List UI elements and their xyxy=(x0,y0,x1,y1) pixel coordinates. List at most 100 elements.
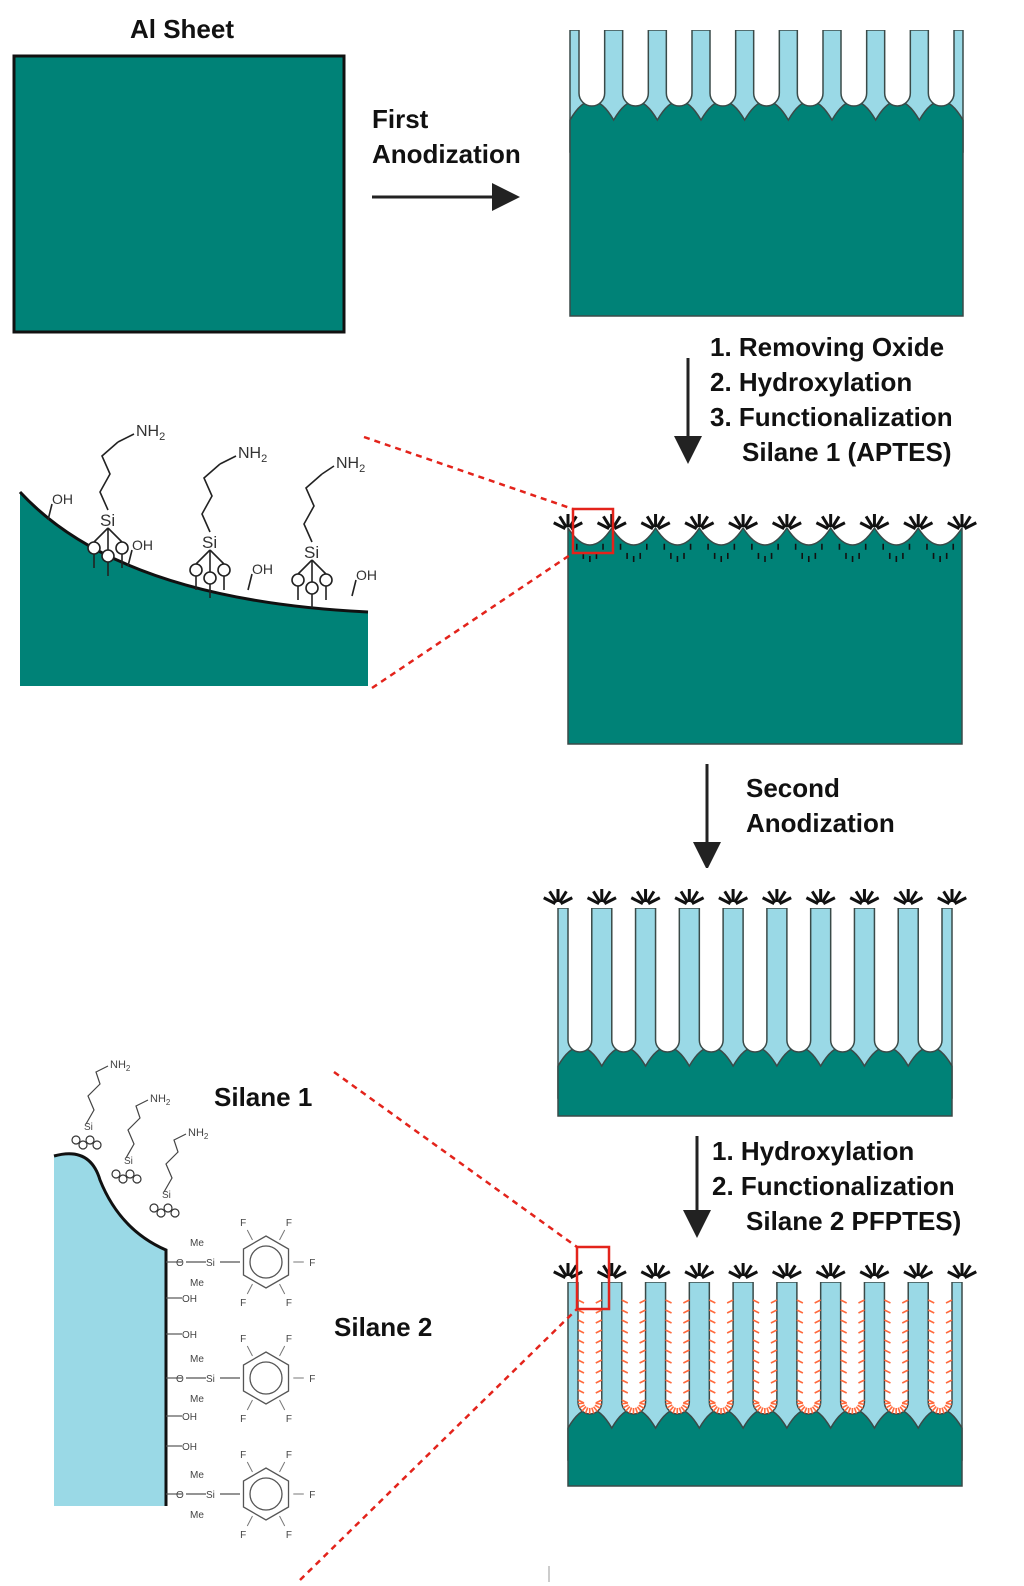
silane2-tick xyxy=(621,1359,629,1364)
silane2-tick xyxy=(840,1389,848,1394)
silicon-atom: Si xyxy=(304,543,319,562)
oxygen-atom: O xyxy=(176,1490,184,1501)
aptes-brush xyxy=(815,1270,829,1279)
aptes-brush xyxy=(735,896,749,905)
silane2-tick xyxy=(814,1369,822,1374)
silane2-tick xyxy=(928,1402,935,1405)
silane2-tick xyxy=(796,1359,804,1364)
silane2-tick xyxy=(901,1329,909,1334)
aptes-brush xyxy=(859,521,873,530)
silane2-tick xyxy=(796,1402,804,1405)
silane2-tick xyxy=(945,1349,953,1354)
fluorine-atom: F xyxy=(286,1414,292,1425)
propyl-chain xyxy=(85,1065,109,1125)
silane2-tick xyxy=(726,1349,734,1354)
silane2-tick xyxy=(708,1329,716,1334)
silane2-tick xyxy=(884,1379,891,1384)
silane2-tick xyxy=(595,1309,603,1314)
fluorine-atom: F xyxy=(286,1298,292,1309)
oxygen-atom xyxy=(319,573,333,587)
zoom-box-2 xyxy=(575,1245,611,1311)
silane2-tick xyxy=(814,1389,822,1394)
aptes-brush xyxy=(771,1270,785,1279)
aluminum-base xyxy=(557,1046,953,1117)
silane2-tick xyxy=(813,1404,820,1409)
aptes-brush xyxy=(893,896,907,905)
aptes-brush xyxy=(777,890,787,904)
aptes-brush xyxy=(701,1270,715,1279)
top-clear xyxy=(565,1242,965,1282)
silane2-tick xyxy=(708,1349,716,1354)
silane2-tick xyxy=(814,1309,822,1314)
aptes-brush xyxy=(874,1264,885,1278)
oxygen-atom xyxy=(85,1135,95,1145)
pore xyxy=(796,1280,822,1415)
silane2-tick xyxy=(708,1389,716,1394)
aptes-brush xyxy=(767,890,777,904)
silane2-tick xyxy=(639,1402,646,1406)
aptes-brush xyxy=(718,896,732,905)
silane2-tick xyxy=(752,1309,760,1314)
silane2-tick xyxy=(770,1339,778,1344)
silane2-tick xyxy=(945,1379,953,1384)
silane2-tick xyxy=(665,1329,672,1334)
aptes-brush xyxy=(788,521,802,530)
silane2-tick xyxy=(900,1404,907,1409)
c-f-bond xyxy=(246,1461,253,1473)
silane2-tick xyxy=(621,1309,629,1314)
aptes-brush xyxy=(592,890,602,904)
silane2-tick xyxy=(840,1319,848,1324)
silane2-tick xyxy=(887,1406,894,1412)
pore xyxy=(752,1280,778,1415)
silane2-tick xyxy=(927,1349,935,1354)
silane2-tick xyxy=(840,1369,848,1374)
aptes-brush xyxy=(701,521,715,530)
aptes-brush xyxy=(908,515,918,529)
aptes-brush xyxy=(761,896,775,905)
silane2-tick xyxy=(769,1404,776,1409)
pore xyxy=(927,28,955,107)
silane2-tick xyxy=(682,1399,690,1404)
hydroxyl-group: OH xyxy=(182,1294,197,1305)
si-o-bond xyxy=(311,559,327,575)
step2-silane2-pfptes: Silane 2 PFPTES) xyxy=(746,1206,961,1236)
silane2-tick xyxy=(770,1299,778,1304)
benzene-ring xyxy=(242,1351,290,1405)
silane2-tick xyxy=(752,1369,760,1374)
silane2-tick xyxy=(665,1339,672,1344)
aptes-brush xyxy=(630,896,644,905)
propyl-chain xyxy=(303,473,323,543)
silane2-tick xyxy=(752,1349,760,1354)
silane2-tick xyxy=(840,1402,847,1405)
silane2-tick xyxy=(710,1404,717,1409)
silane2-tick xyxy=(752,1299,760,1304)
pore xyxy=(578,28,606,107)
silane2-tick xyxy=(595,1349,603,1354)
silane2-tick xyxy=(712,1406,718,1412)
silane2-tick xyxy=(708,1319,716,1324)
silane2-tick xyxy=(857,1404,864,1409)
silane2-tick xyxy=(927,1359,935,1364)
silane2-tick xyxy=(682,1379,690,1384)
silane2-tick xyxy=(796,1319,804,1324)
silane2-tick xyxy=(796,1329,804,1334)
silane2-tick xyxy=(639,1369,646,1374)
oxygen-atom xyxy=(115,541,129,555)
silane2-tick xyxy=(752,1319,760,1324)
aptes-brush xyxy=(920,1270,934,1279)
silane2-tick xyxy=(884,1329,891,1334)
benzene-ring xyxy=(242,1467,290,1521)
pore xyxy=(752,28,781,107)
oxygen-atom xyxy=(203,571,217,585)
silane2-tick xyxy=(639,1299,646,1304)
silane2-tick xyxy=(665,1369,672,1374)
silane2-tick xyxy=(756,1406,762,1412)
silane2-tick xyxy=(726,1402,734,1406)
silane2-tick xyxy=(682,1319,690,1324)
aptes-brush xyxy=(849,896,863,905)
methyl-group: Me xyxy=(190,1354,204,1365)
aptes-brush xyxy=(788,1270,802,1279)
silane2-tick xyxy=(683,1402,690,1406)
silane2-tick xyxy=(577,1319,585,1324)
